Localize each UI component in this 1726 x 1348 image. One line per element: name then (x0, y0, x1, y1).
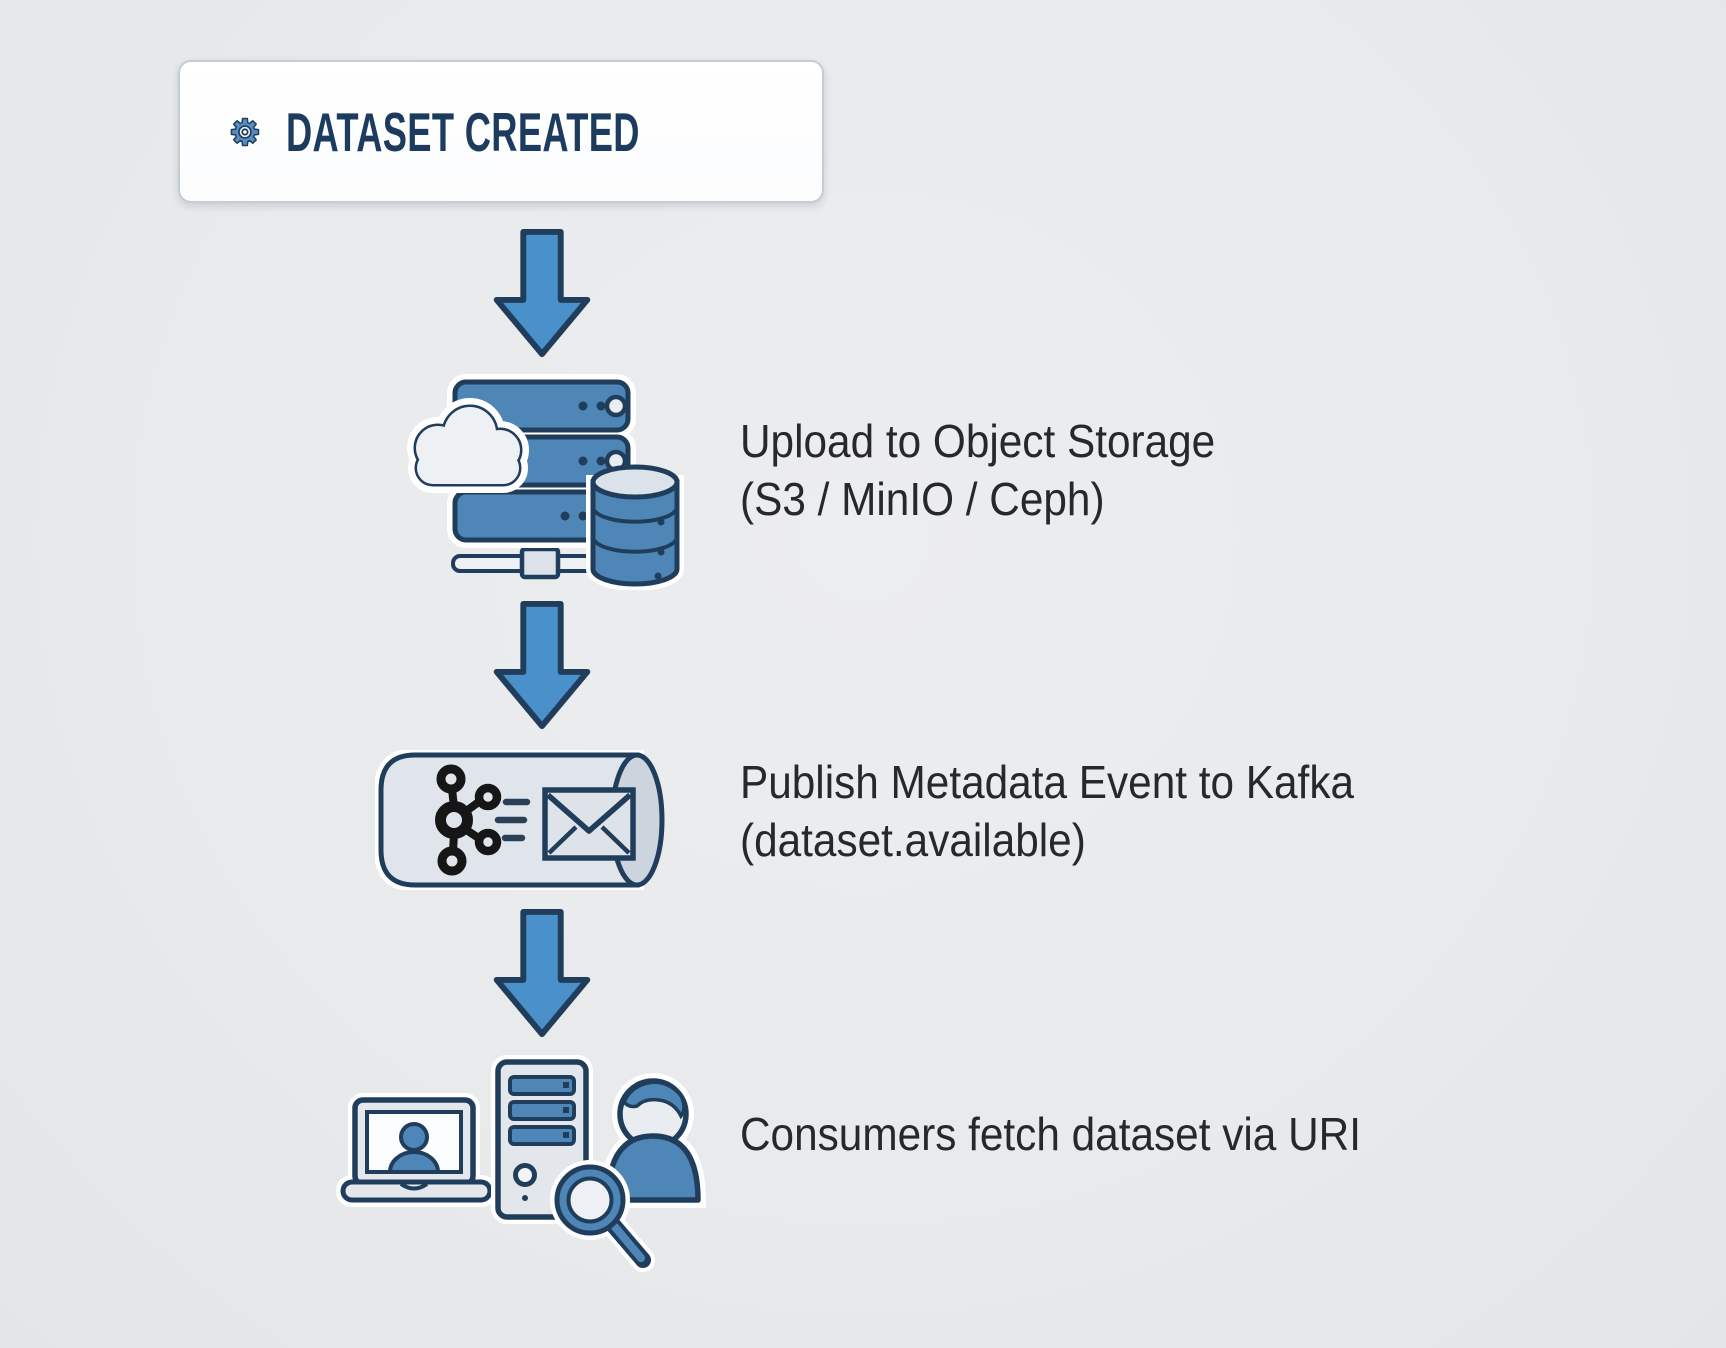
avatar (399, 1122, 429, 1152)
step-label-line: Upload to Object Storage (740, 415, 1216, 467)
envelope-icon (542, 787, 636, 861)
laptop-icon (336, 1093, 497, 1207)
hair (621, 1080, 686, 1120)
step-label-line: (S3 / MinIO / Ceph) (740, 473, 1105, 525)
down-arrow-icon-3 (493, 908, 591, 1038)
magnifier-icon (550, 1160, 655, 1272)
down-arrow-icon-1 (493, 228, 591, 358)
gear-icon (230, 117, 260, 146)
step-label-line: Publish Metadata Event to Kafka (740, 756, 1355, 808)
step-label-line: Consumers fetch dataset via URI (740, 1108, 1361, 1160)
page-title: DATASET CREATED (285, 100, 640, 163)
speed-lines (494, 798, 531, 842)
consumers-icon (336, 1055, 707, 1272)
dataset-created-node: DATASET CREATED (178, 60, 824, 203)
kafka-event-icon (375, 750, 665, 890)
down-arrow-icon-2 (493, 600, 591, 730)
step-label-kafka: Publish Metadata Event to Kafka (dataset… (740, 753, 1354, 869)
person-icon (599, 1073, 707, 1208)
database-icon (586, 464, 684, 590)
step-label-line: (dataset.available) (740, 814, 1086, 866)
step-label-storage: Upload to Object Storage (S3 / MinIO / C… (740, 412, 1215, 528)
kafka-logo-icon (435, 764, 502, 876)
object-storage-icon (407, 374, 684, 590)
step-label-consumers: Consumers fetch dataset via URI (740, 1105, 1361, 1163)
cloud-icon (407, 398, 529, 493)
